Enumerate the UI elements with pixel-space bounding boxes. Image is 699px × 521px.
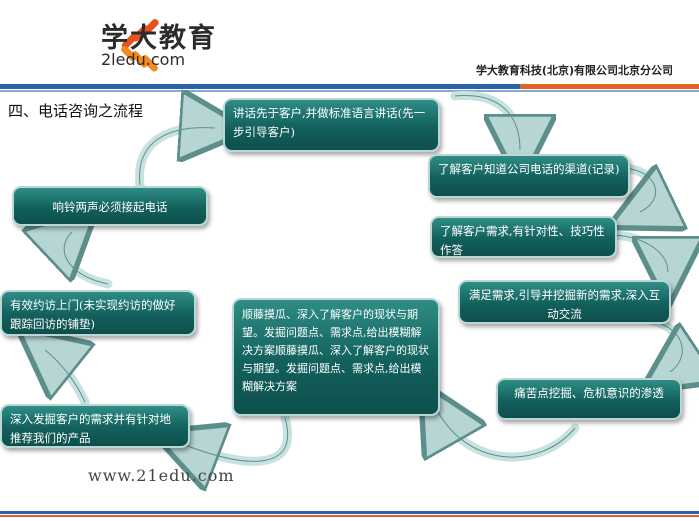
step-satisfy-needs: 满足需求,引导并挖掘新的需求,深入互动交流 [458, 280, 671, 324]
footer-bar [0, 511, 699, 517]
step-explore: 顺藤摸瓜、深入了解客户的现状与期望。发掘问题点、需求点,给出模糊解决方案顺藤摸瓜… [232, 298, 440, 416]
website-watermark: www.21edu.com [88, 466, 235, 485]
arrow-s9-s1 [135, 128, 215, 190]
step-greeting: 讲话先于客户,并做标准语言讲话(先一步引导客户) [223, 98, 440, 152]
header-divider [0, 84, 699, 92]
arrow-s7-s8 [45, 350, 85, 407]
step-channel: 了解客户知道公司电话的渠道(记录) [428, 154, 630, 198]
step-recommend: 深入发掘客户的需求并有针对地推荐我们的产品 [0, 404, 190, 448]
arrow-s8-s9 [64, 232, 113, 289]
step-visit: 有效约访上门(未实现约访的做好跟踪回访的铺垫) [0, 290, 196, 336]
step-needs: 了解客户需求,有针对性、技巧性作答 [430, 216, 617, 258]
company-name: 学大教育科技(北京)有限公司北京分公司 [475, 64, 673, 77]
section-title: 四、电话咨询之流程 [8, 102, 144, 120]
logo-subtitle: 2ledu.com [101, 50, 186, 69]
step-answer-call: 响铃两声必须接起电话 [12, 186, 208, 226]
arrow-s6-s7 [185, 413, 293, 461]
arrow-s1-s2 [450, 91, 520, 150]
logo-text: 学大教育 [101, 23, 217, 54]
xueda-logo-icon [121, 19, 159, 72]
step-pain-point: 痛苦点挖掘、危机意识的渗透 [496, 378, 682, 420]
